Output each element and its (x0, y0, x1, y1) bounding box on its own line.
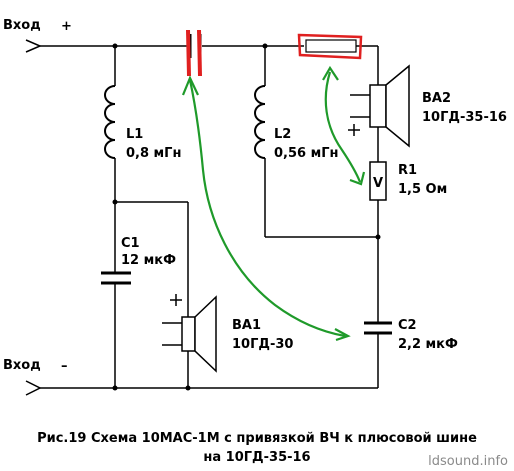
c1-name: C1 (121, 236, 140, 251)
ba1-magnet (181, 316, 196, 352)
c2-value: 2,2 мкФ (398, 337, 458, 352)
input-bottom-arrow (25, 380, 42, 396)
ba1-cone (194, 295, 217, 373)
junction-dot-l2-top (262, 43, 268, 49)
r1-name: R1 (398, 163, 417, 178)
top-resistor-outline (305, 39, 357, 53)
c2-name: C2 (398, 318, 417, 333)
l2-value: 0,56 мГн (274, 146, 339, 161)
caption-line-2: на 10ГД-35-16 (203, 450, 310, 465)
junction-dot-c1-bottom (112, 385, 118, 391)
ba1-value: 10ГД-30 (232, 337, 293, 352)
red-mark-capacitor-left (186, 29, 191, 77)
watermark: ldsound.info (428, 454, 508, 469)
green-arrowhead-r1 (349, 171, 366, 186)
input-top-label: Вход (3, 18, 41, 33)
input-top-sign: + (61, 19, 72, 34)
green-arrow-to-r1 (324, 71, 362, 183)
r1-v-marker: V (373, 176, 383, 191)
caption-line-1: Рис.19 Схема 10МАС-1М с привязкой ВЧ к п… (37, 431, 477, 446)
input-bottom-label: Вход (3, 358, 41, 373)
ba1-name: BA1 (232, 318, 261, 333)
green-arrowhead-capacitor (181, 75, 199, 96)
junction-dot-l1-top (112, 43, 118, 49)
red-mark-capacitor-right (197, 29, 202, 77)
c1-value: 12 мкФ (121, 253, 176, 268)
ba2-magnet (369, 84, 387, 128)
l1-name: L1 (126, 127, 143, 142)
ba2-cone (385, 64, 410, 148)
r1-value: 1,5 Ом (398, 182, 447, 197)
l1-coil (104, 85, 116, 159)
r1-body (369, 161, 387, 201)
l1-value: 0,8 мГн (126, 146, 181, 161)
l2-coil (254, 85, 266, 159)
green-arrow-to-c2 (188, 79, 346, 338)
red-highlight-box (297, 33, 363, 60)
junction-dot-l1-c1 (112, 199, 118, 205)
input-top-arrow (25, 39, 42, 53)
green-arrowhead-c2 (334, 328, 351, 342)
l2-name: L2 (274, 127, 291, 142)
ba2-name: BA2 (422, 91, 451, 106)
ba2-value: 10ГД-35-16 (422, 110, 507, 125)
green-arrowhead-resistor (322, 65, 339, 81)
input-bottom-sign: – (61, 359, 68, 374)
junction-dot-l2-right (375, 234, 381, 240)
junction-dot-ba1-bottom (185, 385, 191, 391)
